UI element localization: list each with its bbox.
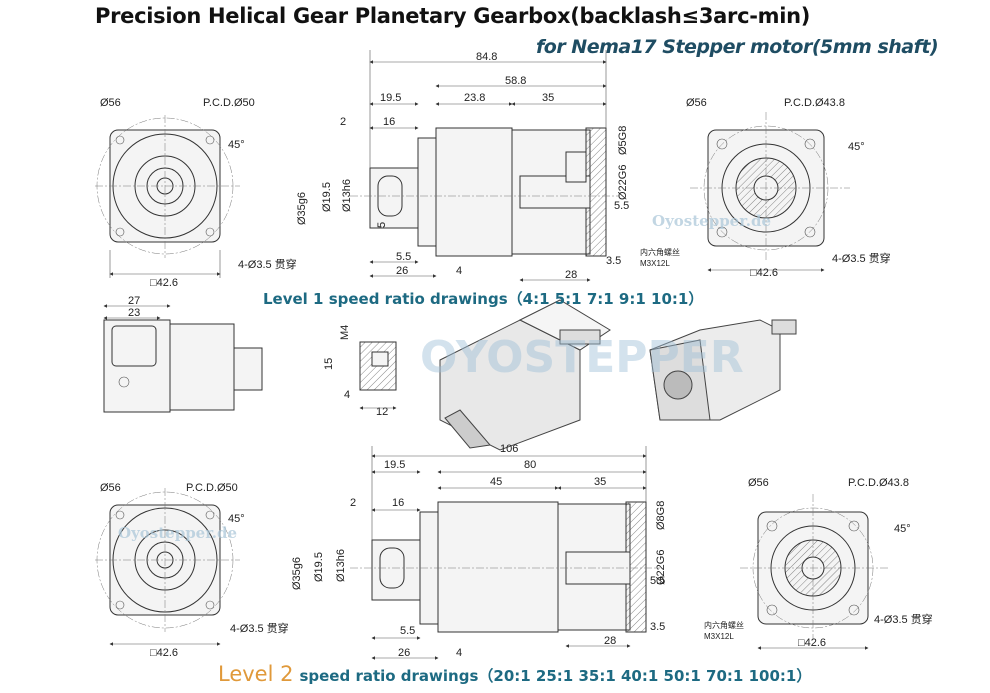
level2-ratios: speed ratio drawings（20:1 25:1 35:1 40:1…	[299, 667, 812, 685]
dim-pcd-l2: P.C.D.Ø50	[186, 482, 238, 494]
dim-dia56-right-l2: Ø56	[748, 477, 769, 489]
level2-front-view-output: Ø56 P.C.D.Ø50 45° 4-Ø3.5 贯穿 □42.6	[95, 482, 289, 659]
dim-16-l2: 16	[392, 497, 404, 509]
dim-square: □42.6	[150, 277, 178, 289]
dim-2-l2: 2	[350, 497, 356, 509]
dim-19-5-l2: 19.5	[384, 459, 405, 471]
gearbox-3d-render-2	[649, 319, 797, 421]
dim-dia19-5: Ø19.5	[321, 182, 333, 212]
level1-front-view-output: Ø56 P.C.D.Ø50 45° 4-Ø3.5 贯穿 □42.6	[95, 97, 297, 289]
note-screw-l2: 内六角螺丝	[704, 620, 744, 630]
dim-square-right-l2: □42.6	[798, 637, 826, 649]
dim-dia8: Ø8G8	[655, 501, 667, 530]
dim-square-l2: □42.6	[150, 647, 178, 659]
page-title: Precision Helical Gear Planetary Gearbox…	[95, 4, 811, 28]
note-screw-size-l2: M3X12L	[704, 632, 734, 641]
dim-angle-l2: 45°	[228, 513, 245, 525]
level1-front-view-input: Ø56 P.C.D.Ø43.8 45° 4-Ø3.5 贯穿 □42.6	[686, 97, 891, 279]
dim-5-5-right: 5.5	[614, 200, 629, 212]
dim-pcd-right-l2: P.C.D.Ø43.8	[848, 477, 909, 489]
dim-square-right: □42.6	[750, 267, 778, 279]
dim-23: 23	[128, 307, 140, 319]
note-screw: 内六角螺丝	[640, 247, 680, 257]
dim-dia19-5-l2: Ø19.5	[313, 552, 325, 582]
dim-4-l2: 4	[456, 647, 462, 659]
dim-23-8: 23.8	[464, 92, 485, 104]
dim-dia5: Ø5G8	[617, 126, 629, 155]
dim-3-5-l2: 3.5	[650, 621, 665, 633]
dim-dia35: Ø35g6	[296, 192, 308, 225]
dim-5-5-l2: 5.5	[400, 625, 415, 637]
dim-5-5: 5.5	[396, 251, 411, 263]
level2-caption: Level 2 speed ratio drawings（20:1 25:1 35…	[218, 662, 811, 686]
dim-dia22-l2: Ø22G6	[655, 550, 667, 585]
dim-key5: 5	[376, 222, 388, 228]
dim-3-5: 3.5	[606, 255, 621, 267]
note-holes-right-l2: 4-Ø3.5 贯穿	[874, 612, 933, 626]
dim-dia56-l2: Ø56	[100, 482, 121, 494]
note-holes: 4-Ø3.5 贯穿	[238, 257, 297, 271]
dim-2: 2	[340, 116, 346, 128]
level2-front-view-input: Ø56 P.C.D.Ø43.8 45° 4-Ø3.5 贯穿 □42.6	[740, 477, 933, 650]
dim-28-l2: 28	[604, 635, 616, 647]
dim-58-8: 58.8	[505, 75, 526, 87]
dim-26-l2: 26	[398, 647, 410, 659]
dim-dia35-l2: Ø35g6	[291, 557, 303, 590]
note-holes-right: 4-Ø3.5 贯穿	[832, 251, 891, 265]
dim-27: 27	[128, 295, 140, 307]
dim-28: 28	[565, 269, 577, 281]
dim-dia56: Ø56	[100, 97, 121, 109]
watermark-big: OYOSTEPPER	[420, 332, 744, 383]
dim-80: 80	[524, 459, 536, 471]
dim-m4: M4	[339, 325, 351, 340]
dim-84-8: 84.8	[476, 51, 497, 63]
watermark-small: Oyostepper.de	[652, 212, 771, 230]
level1-caption: Level 1 speed ratio drawings（4:1 5:1 7:1…	[263, 290, 704, 308]
dim-dia13: Ø13h6	[341, 179, 353, 212]
dim-15: 15	[323, 358, 335, 370]
dim-angle-right-l2: 45°	[894, 523, 911, 535]
level2-side-view: 106 80 19.5 45 35 2 16 Ø35g6 Ø19.5 Ø13h6…	[291, 443, 744, 660]
dim-5-5-right-l2: 5.5	[650, 575, 665, 587]
note-holes-l2: 4-Ø3.5 贯穿	[230, 621, 289, 635]
watermark-small-l2: Oyostepper.de	[118, 524, 237, 542]
dim-dia56-right: Ø56	[686, 97, 707, 109]
dim-35-l2: 35	[594, 476, 606, 488]
dim-dia13-l2: Ø13h6	[335, 549, 347, 582]
dim-45: 45	[490, 476, 502, 488]
dim-35: 35	[542, 92, 554, 104]
dim-4: 4	[456, 265, 462, 277]
dim-19-5: 19.5	[380, 92, 401, 104]
dim-angle-right: 45°	[848, 141, 865, 153]
level1-side-view: 84.8 58.8 19.5 23.8 35 2 16 Ø35g6 Ø19.5 …	[296, 50, 680, 282]
dim-26: 26	[396, 265, 408, 277]
dim-dia22: Ø22G6	[617, 165, 629, 200]
dim-106: 106	[500, 443, 518, 455]
dim-pcd-right: P.C.D.Ø43.8	[784, 97, 845, 109]
dim-pcd: P.C.D.Ø50	[203, 97, 255, 109]
dim-4-mid: 4	[344, 389, 350, 401]
level2-tag: Level 2	[218, 662, 294, 686]
subtitle: for Nema17 Stepper motor(5mm shaft)	[536, 36, 939, 58]
middle-views: 27 23 M4 15 4 12 OYOSTEPPER	[103, 295, 797, 451]
note-screw-size: M3X12L	[640, 259, 670, 268]
gearbox-3d-render-1	[439, 299, 611, 451]
dim-angle: 45°	[228, 139, 245, 151]
dim-16: 16	[383, 116, 395, 128]
